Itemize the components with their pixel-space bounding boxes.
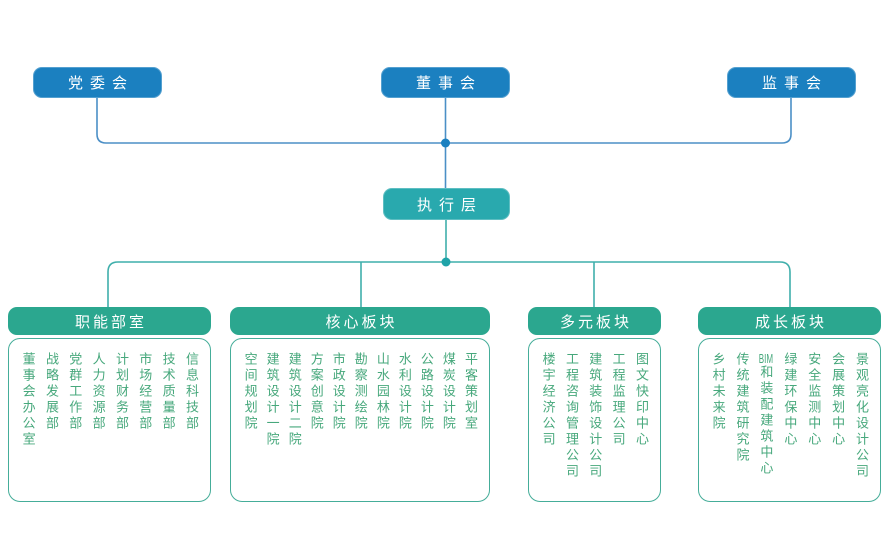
org-unit-item: 市场经营部	[137, 352, 153, 432]
node-label: 执行层	[416, 196, 483, 214]
org-unit-item: 楼宇经济公司	[540, 352, 556, 448]
panel-growth-sector: 成长板块 乡村未来院传统建筑研究院 BIM和装配建筑中心绿建环保中心安全监测中心会…	[698, 307, 881, 502]
panel-header: 职能部室	[8, 307, 211, 335]
org-unit-item: 景观亮化设计公司	[853, 352, 869, 480]
org-unit-item: 平客策划室	[462, 352, 478, 432]
teal-horizontal-connector	[107, 261, 791, 307]
panel-header: 多元板块	[528, 307, 661, 335]
org-unit-item: 工程咨询管理公司	[563, 352, 579, 480]
panel-header: 成长板块	[698, 307, 881, 335]
node-party-committee: 党委会	[33, 67, 162, 98]
org-unit-item: 董事会办公室	[20, 352, 36, 448]
panel-item-list: 空间规划院建筑设计一院建筑设计二院方案创意院市政设计院勘察测绘院山水园林院水利设…	[230, 338, 490, 502]
node-board-of-supervisors: 监事会	[727, 67, 856, 98]
panel-header: 核心板块	[230, 307, 490, 335]
org-unit-item: 乡村未来院	[710, 352, 726, 432]
org-unit-item: 传统建筑研究院	[734, 352, 750, 464]
org-unit-item: 工程监理公司	[610, 352, 626, 448]
org-unit-item: 空间规划院	[242, 352, 258, 432]
panel-item-list: 董事会办公室战略发展部党群工作部人力资源部计划财务部市场经营部技术质量部信息科技…	[8, 338, 211, 502]
org-unit-item: 建筑设计二院	[286, 352, 302, 448]
org-unit-item: BIM和装配建筑中心	[758, 352, 774, 477]
panel-title: 成长板块	[754, 313, 827, 331]
org-unit-item: 建筑设计一院	[264, 352, 280, 448]
panel-item-list: 楼宇经济公司工程咨询管理公司建筑装饰设计公司工程监理公司图文快印中心	[528, 338, 661, 502]
panel-functional-departments: 职能部室 董事会办公室战略发展部党群工作部人力资源部计划财务部市场经营部技术质量…	[8, 307, 211, 502]
panel-core-sector: 核心板块 空间规划院建筑设计一院建筑设计二院方案创意院市政设计院勘察测绘院山水园…	[230, 307, 490, 502]
panel-item-list: 乡村未来院传统建筑研究院 BIM和装配建筑中心绿建环保中心安全监测中心会展策划中心…	[698, 338, 881, 502]
org-unit-item: 方案创意院	[308, 352, 324, 432]
org-unit-item: 绿建环保中心	[782, 352, 798, 448]
org-unit-item: 会展策划中心	[830, 352, 846, 448]
org-unit-item: 党群工作部	[67, 352, 83, 432]
org-unit-item: 图文快印中心	[633, 352, 649, 448]
org-unit-item: 安全监测中心	[806, 352, 822, 448]
org-unit-item: 煤炭设计院	[440, 352, 456, 432]
org-unit-item: 水利设计院	[396, 352, 412, 432]
panel-diversified-sector: 多元板块 楼宇经济公司工程咨询管理公司建筑装饰设计公司工程监理公司图文快印中心	[528, 307, 661, 502]
org-unit-item: 信息科技部	[183, 352, 199, 432]
node-board-of-directors: 董事会	[381, 67, 510, 98]
blue-junction-dot	[441, 138, 450, 148]
blue-horizontal-connector	[96, 98, 792, 144]
org-unit-item: 人力资源部	[90, 352, 106, 432]
org-unit-item: 公路设计院	[418, 352, 434, 432]
panel-title: 职能部室	[74, 313, 147, 331]
org-unit-item: 技术质量部	[160, 352, 176, 432]
node-executive-layer: 执行层	[383, 188, 510, 220]
teal-junction-dot	[441, 257, 451, 267]
org-unit-item: 计划财务部	[113, 352, 129, 432]
org-unit-item: 市政设计院	[330, 352, 346, 432]
node-label: 监事会	[761, 75, 828, 92]
node-label: 党委会	[67, 75, 134, 92]
org-unit-item: 战略发展部	[43, 352, 59, 432]
panel-title: 核心板块	[325, 313, 398, 331]
node-label: 董事会	[415, 75, 482, 92]
panel-title: 多元板块	[559, 313, 632, 331]
org-unit-item: 勘察测绘院	[352, 352, 368, 432]
org-unit-item: 建筑装饰设计公司	[587, 352, 603, 480]
org-unit-item: 山水园林院	[374, 352, 390, 432]
